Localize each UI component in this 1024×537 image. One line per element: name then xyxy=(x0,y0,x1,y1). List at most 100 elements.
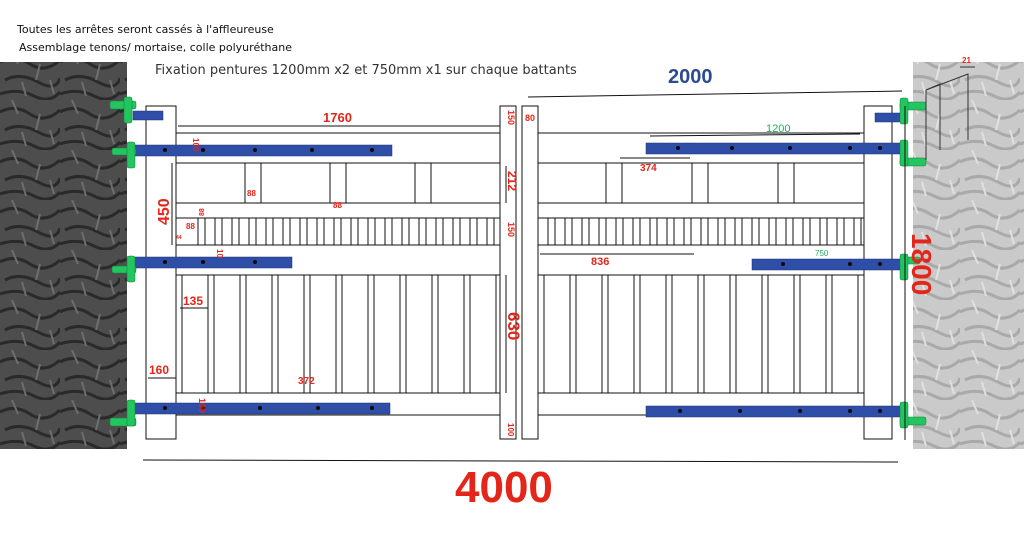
dim-836: 836 xyxy=(591,256,609,268)
left-baluster xyxy=(350,217,359,246)
dim-line-4000 xyxy=(142,459,899,463)
dim-450: 450 xyxy=(156,198,173,225)
dim-135: 135 xyxy=(183,294,203,308)
dim-line-2000 xyxy=(527,90,903,98)
right-block-1 xyxy=(605,162,623,204)
pin-right-1-leg xyxy=(899,97,909,125)
right-baluster xyxy=(649,217,658,246)
dim-100-left-top: 100 xyxy=(191,138,200,152)
right-inner-stile xyxy=(521,105,539,440)
left-slat xyxy=(309,274,337,394)
left-slat xyxy=(245,274,273,394)
right-baluster xyxy=(819,217,828,246)
right-baluster xyxy=(615,217,624,246)
dim-750: 750 xyxy=(815,249,829,258)
left-slat xyxy=(373,274,401,394)
right-baluster xyxy=(734,217,743,246)
hinge-right-bottom xyxy=(645,405,907,418)
right-baluster xyxy=(666,217,675,246)
pin-left-3-leg xyxy=(126,255,136,283)
left-baluster xyxy=(384,217,393,246)
right-slat xyxy=(831,274,859,394)
right-baluster xyxy=(768,217,777,246)
dim-4000: 4000 xyxy=(455,463,553,512)
right-mid-rail xyxy=(537,202,865,219)
left-stone-pillar xyxy=(0,62,127,449)
left-outer-stile xyxy=(145,105,177,440)
dim-88-c: 88 xyxy=(186,222,195,231)
left-baluster xyxy=(197,217,206,246)
right-slat xyxy=(767,274,795,394)
right-baluster xyxy=(581,217,590,246)
left-baluster xyxy=(367,217,376,246)
left-baluster xyxy=(299,217,308,246)
left-baluster xyxy=(333,217,342,246)
right-slat xyxy=(639,274,667,394)
dim-150-mid: 150 xyxy=(506,222,516,237)
dim-80: 80 xyxy=(525,113,535,123)
left-slat xyxy=(181,274,209,394)
dim-100-left-bottom: 100 xyxy=(197,398,207,413)
dim-2000: 2000 xyxy=(668,66,713,88)
left-baluster xyxy=(452,217,461,246)
left-baluster xyxy=(248,217,257,246)
left-baluster xyxy=(231,217,240,246)
right-slat xyxy=(607,274,635,394)
pin-right-3-leg xyxy=(899,253,909,281)
pin-left-2-leg xyxy=(126,141,136,169)
left-baluster xyxy=(418,217,427,246)
right-baluster xyxy=(785,217,794,246)
left-baluster xyxy=(469,217,478,246)
left-block-2 xyxy=(329,162,347,204)
right-slat xyxy=(575,274,603,394)
right-baluster xyxy=(700,217,709,246)
dim-line-1200 xyxy=(649,133,861,137)
left-baluster xyxy=(316,217,325,246)
dim-212: 212 xyxy=(505,171,519,191)
left-baluster xyxy=(214,217,223,246)
left-slat xyxy=(405,274,433,394)
right-block-2 xyxy=(691,162,709,204)
dim-1800: 1800 xyxy=(906,233,937,295)
right-block-3 xyxy=(777,162,795,204)
right-baluster xyxy=(564,217,573,246)
left-slat xyxy=(277,274,305,394)
dim-21: 21 xyxy=(962,56,971,65)
right-baluster xyxy=(683,217,692,246)
left-slat xyxy=(437,274,465,394)
dim-100-bottom: 100 xyxy=(506,423,515,437)
right-baluster xyxy=(598,217,607,246)
left-inner-stile xyxy=(499,105,517,440)
right-outer-stile xyxy=(863,105,893,440)
chamfer-note: Toutes les arrêtes seront cassés à l'aff… xyxy=(17,23,274,36)
left-baluster xyxy=(435,217,444,246)
left-slat xyxy=(213,274,241,394)
hinge-left-stub xyxy=(132,110,164,121)
dim-630: 630 xyxy=(504,312,523,340)
dim-10: 10 xyxy=(215,249,224,258)
dim-88-d: 88 xyxy=(199,208,206,216)
left-baluster xyxy=(401,217,410,246)
right-baluster xyxy=(836,217,845,246)
left-baluster xyxy=(486,217,495,246)
left-slat xyxy=(341,274,369,394)
pin-left-1-leg xyxy=(123,96,133,124)
dim-88-a: 88 xyxy=(247,189,256,198)
hinge-left-top xyxy=(129,144,393,157)
pin-right-2-leg xyxy=(899,139,909,167)
left-slat xyxy=(469,274,497,394)
hinge-note: Fixation pentures 1200mm x2 et 750mm x1 … xyxy=(155,63,577,78)
left-baluster xyxy=(265,217,274,246)
right-baluster xyxy=(632,217,641,246)
right-baluster xyxy=(717,217,726,246)
dim-1200: 1200 xyxy=(766,123,790,135)
dim-150-top: 150 xyxy=(506,110,516,125)
right-baluster xyxy=(802,217,811,246)
assembly-note: Assemblage tenons/ mortaise, colle polyu… xyxy=(19,41,292,54)
hinge-right-top xyxy=(645,142,907,155)
pin-right-4-leg xyxy=(899,401,909,429)
right-slat xyxy=(735,274,763,394)
right-slat xyxy=(671,274,699,394)
left-block-1 xyxy=(244,162,262,204)
